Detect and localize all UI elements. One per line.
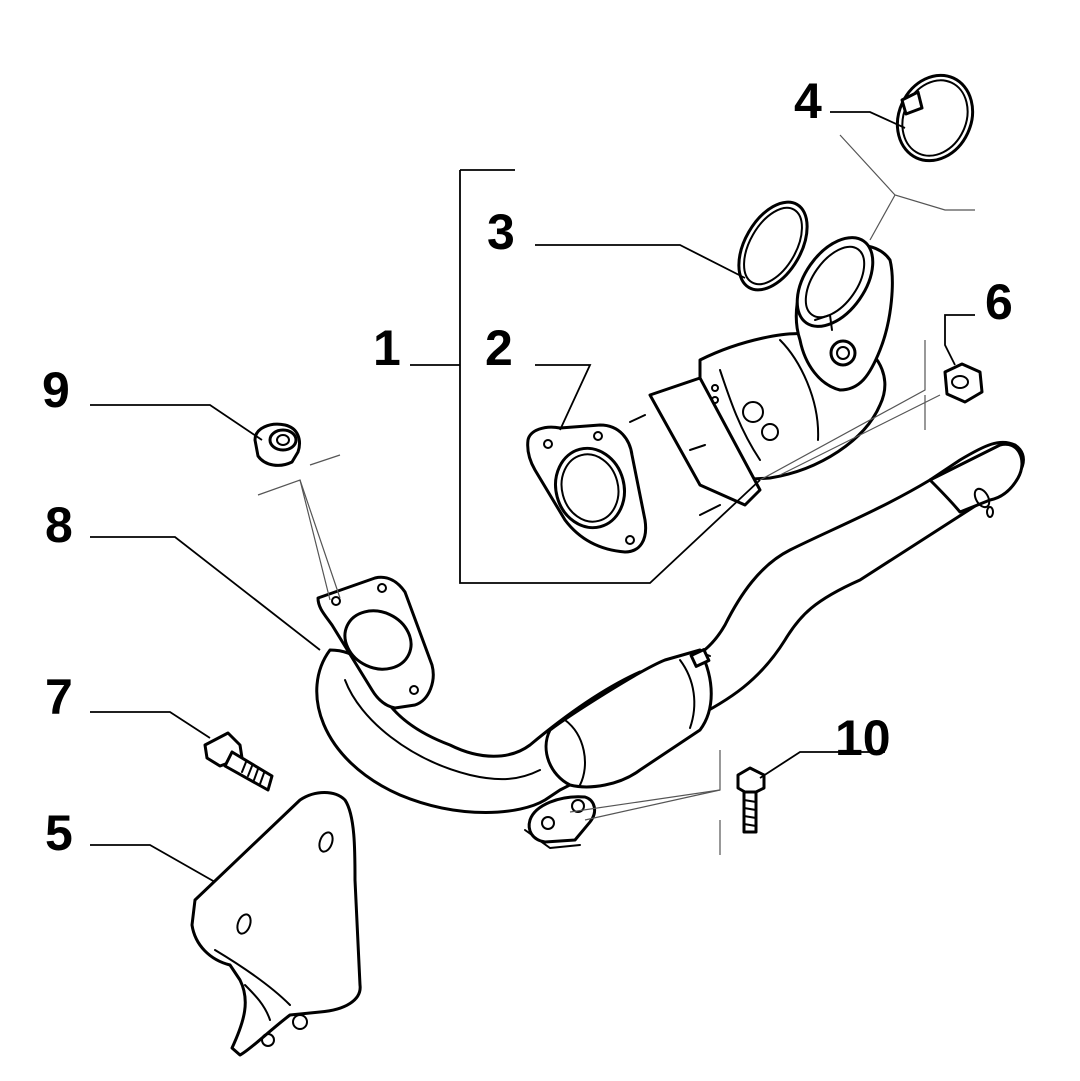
callout-1: 1 <box>373 320 401 376</box>
support-bracket <box>190 791 362 1057</box>
clamp <box>895 73 975 163</box>
sealing-ring <box>737 200 809 292</box>
hex-nut <box>943 362 984 404</box>
front-exhaust-pipe <box>315 440 1025 849</box>
bolt-flanged <box>203 731 274 792</box>
callout-5: 5 <box>45 805 73 861</box>
callout-7: 7 <box>45 669 73 725</box>
flange-nut <box>253 422 301 467</box>
gasket <box>526 423 648 554</box>
callout-8: 8 <box>45 497 73 553</box>
assembly-guides <box>257 134 975 855</box>
callout-4: 4 <box>794 73 822 129</box>
bolt-hex <box>736 766 766 834</box>
callout-6: 6 <box>985 274 1013 330</box>
callout-3: 3 <box>487 204 515 260</box>
callout-9: 9 <box>42 362 70 418</box>
callout-2: 2 <box>485 320 513 376</box>
leader-lines <box>90 111 975 883</box>
callout-10: 10 <box>835 710 891 766</box>
manifold-catalyst-assembly <box>629 236 894 516</box>
